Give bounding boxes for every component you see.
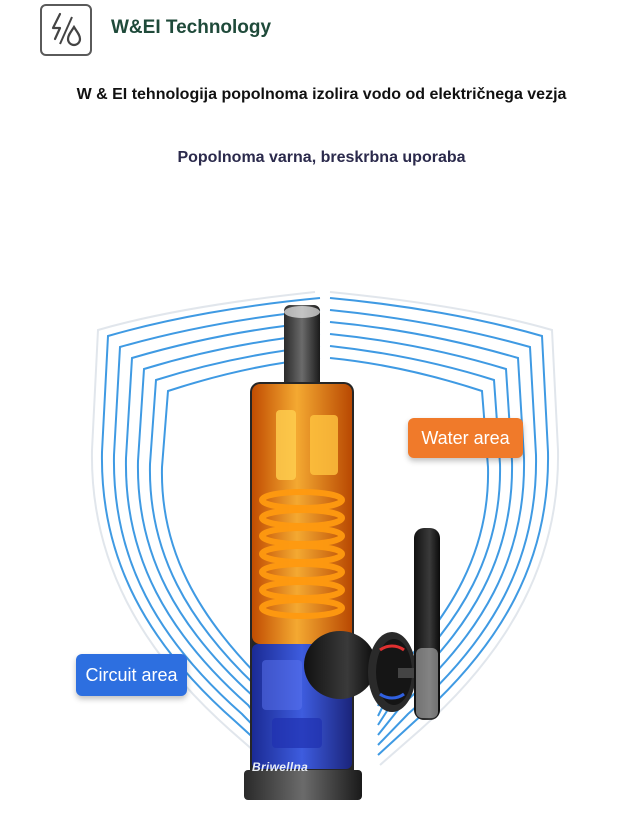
faucet-base <box>244 770 362 800</box>
water-area-label: Water area <box>408 418 523 458</box>
shield-line <box>329 321 526 736</box>
shield-line <box>124 321 321 736</box>
shield-line <box>329 333 514 726</box>
lightning-water-drop-icon <box>51 12 82 47</box>
product-brand-mark: Briwellna <box>252 760 309 774</box>
shield-line <box>148 345 321 717</box>
faucet-heater-illustration <box>90 291 560 800</box>
brand-name: W&EI Technology <box>111 17 272 38</box>
shield-line <box>160 357 321 707</box>
heating-coil <box>259 489 345 619</box>
shield-line <box>136 333 321 726</box>
shield-line <box>329 291 560 766</box>
subheadline: Popolnoma varna, breskrbna uporaba <box>177 149 466 166</box>
circuit-area-label: Circuit area <box>76 654 187 696</box>
brand-logo <box>40 4 92 56</box>
control-knob <box>304 631 420 712</box>
headline: W & EI tehnologija popolnoma izolira vod… <box>76 86 567 103</box>
shield-line <box>329 309 538 746</box>
shield-line <box>329 297 550 756</box>
faucet-spout <box>284 305 320 390</box>
